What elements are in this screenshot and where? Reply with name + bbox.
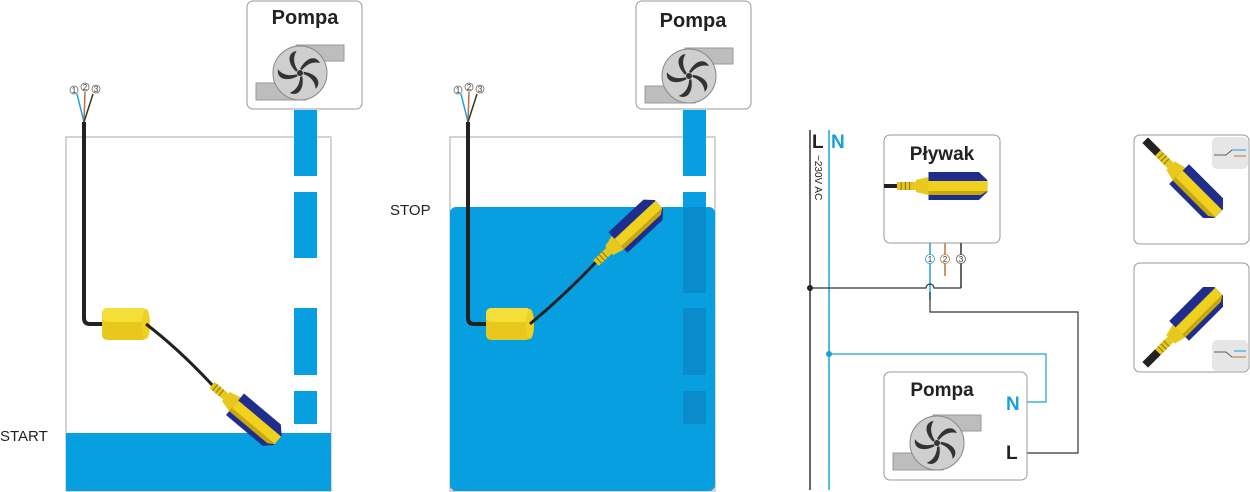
terminal-2: 2 xyxy=(943,255,948,264)
panel-stop: Pompa 1 2 3 xyxy=(390,0,752,492)
terminal-3: 3 xyxy=(959,255,964,264)
cable-wires: 1 2 3 xyxy=(453,82,485,123)
terminal-1: 1 xyxy=(928,255,933,264)
wire-number-2: 2 xyxy=(467,83,472,92)
float-state-up xyxy=(1133,262,1250,373)
counterweight xyxy=(102,308,150,340)
pump-N-label: N xyxy=(1006,394,1020,415)
pump-label: Pompa xyxy=(910,380,974,401)
wire-number-3: 3 xyxy=(478,85,483,94)
water-level-low xyxy=(66,433,331,491)
counterweight xyxy=(486,308,534,340)
pump-icon xyxy=(255,44,345,101)
pump-label: Pompa xyxy=(660,10,728,32)
panel-start: Pompa 1 2 3 xyxy=(0,0,363,492)
pump-icon xyxy=(644,47,734,104)
wire-number-3: 3 xyxy=(94,85,99,94)
wire-number-2: 2 xyxy=(83,83,88,92)
N-label: N xyxy=(831,132,845,153)
voltage-label: ~230V AC xyxy=(812,155,823,200)
float-label: Pływak xyxy=(910,144,975,165)
pump-icon xyxy=(892,414,982,471)
stop-level-label: STOP xyxy=(390,202,431,219)
pump-label: Pompa xyxy=(272,7,340,29)
float-cable xyxy=(82,122,104,326)
start-level-label: START xyxy=(0,428,48,445)
wiring-diagram: L N ~230V AC Pływak 1 2 3 Pompa xyxy=(807,130,1079,490)
float-state-down xyxy=(1133,134,1250,245)
discharge-pipe xyxy=(683,110,706,424)
water-level-high xyxy=(450,207,715,491)
pump-L-label: L xyxy=(1006,443,1018,464)
float-cable xyxy=(466,122,488,326)
wire-number-1: 1 xyxy=(72,86,77,95)
cable-wires: 1 2 3 xyxy=(69,82,101,123)
float-states xyxy=(1133,134,1250,373)
wire-number-1: 1 xyxy=(456,86,461,95)
discharge-pipe xyxy=(294,110,317,424)
L-label: L xyxy=(812,132,824,153)
